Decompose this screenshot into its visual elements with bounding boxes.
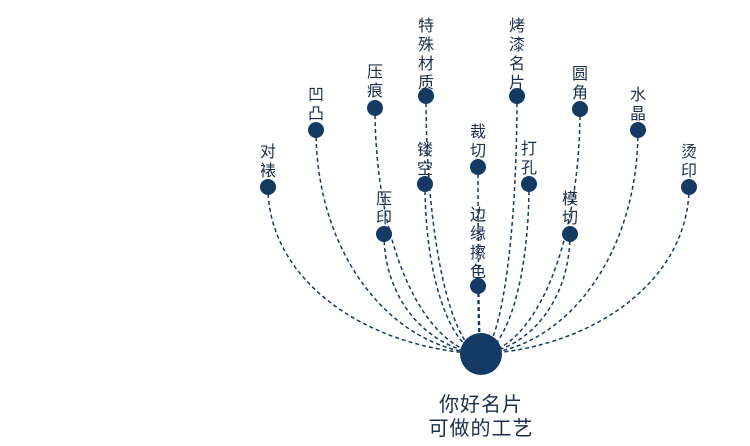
- hub-node: [460, 333, 502, 375]
- connector-line-kaoqimingpian: [480, 95, 518, 355]
- connector-line-yuanjiao: [480, 108, 581, 355]
- diagram-caption: 你好名片 可做的工艺: [381, 392, 581, 440]
- node-label-tangyin: 烫印: [681, 142, 697, 180]
- node-dot-bianyuancase: [470, 278, 486, 294]
- node-label-yuanjiao: 圆角: [572, 64, 588, 102]
- node-label-bianyuancase: 边缘擦色: [470, 205, 486, 281]
- connector-line-yayin: [383, 233, 482, 355]
- node-label-shuijing: 水晶: [630, 85, 646, 123]
- connector-line-teshucaizhi: [425, 95, 482, 355]
- node-dot-caiqie: [470, 159, 486, 175]
- node-label-caiqie: 裁切: [470, 122, 486, 160]
- node-label-duibiao: 对裱: [260, 142, 276, 180]
- node-label-kaoqimingpian: 烤漆名片: [509, 16, 525, 92]
- process-nodes: 对裱凹凸 压痕 特殊材质镂空压印 裁切边缘擦色 烤漆名片打孔模切 圆角水晶烫印: [260, 16, 697, 294]
- connector-line-shuijing: [480, 129, 639, 355]
- node-dot-yayin: [376, 226, 392, 242]
- node-dot-yuanjiao: [572, 101, 588, 117]
- node-dot-moqie: [562, 226, 578, 242]
- node-label-moqie: 模切: [562, 189, 578, 227]
- node-dot-louKong: [417, 176, 433, 192]
- node-dot-duibiao: [260, 179, 276, 195]
- node-label-yayin: 压印: [376, 189, 392, 227]
- node-dot-dakong: [521, 176, 537, 192]
- node-label-louKong: 镂空: [417, 140, 433, 178]
- node-dot-tangyin: [681, 179, 697, 195]
- node-dot-aotu: [308, 122, 324, 138]
- connector-line-tangyin: [480, 186, 690, 355]
- connector-line-duibiao: [267, 186, 482, 355]
- node-dot-shuijing: [630, 122, 646, 138]
- node-label-teshucaizhi: 特殊材质: [418, 16, 434, 92]
- node-dot-kaoqimingpian: [509, 88, 525, 104]
- connector-line-caiqie: [477, 166, 482, 355]
- node-label-dakong: 打孔: [521, 139, 537, 177]
- caption-line-1: 你好名片: [439, 392, 523, 416]
- caption-line-2: 可做的工艺: [428, 416, 534, 440]
- connector-line-moqie: [480, 233, 571, 355]
- node-label-yahen: 压痕: [367, 62, 383, 100]
- connector-line-dakong: [480, 183, 530, 355]
- node-label-aotu: 凹凸: [308, 85, 324, 123]
- connector-line-yahen: [374, 107, 482, 355]
- node-dot-teshucaizhi: [418, 88, 434, 104]
- node-dot-yahen: [367, 100, 383, 116]
- connector-line-aotu: [315, 129, 482, 355]
